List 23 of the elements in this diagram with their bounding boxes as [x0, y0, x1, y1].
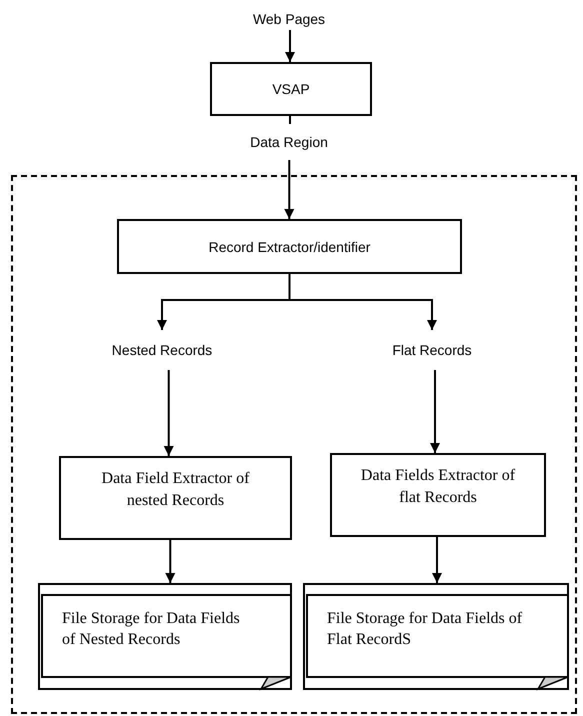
process-box	[210, 62, 372, 116]
arrow	[284, 160, 294, 219]
node-label: Nested Records	[112, 342, 212, 358]
process-box	[117, 219, 462, 274]
arrow	[288, 274, 437, 330]
connector-line	[289, 116, 291, 124]
node-label: Web Pages	[252, 11, 326, 27]
arrow	[165, 540, 176, 583]
storage-label: File Storage for Data Fields of Nested Records	[62, 609, 241, 650]
process-box	[59, 456, 292, 540]
node-label: Flat Records	[392, 342, 472, 358]
arrow	[430, 370, 440, 453]
box-label: Record Extractor/identifier	[208, 238, 370, 254]
node-label: Data Region	[250, 134, 328, 150]
arrow	[285, 30, 295, 62]
arrow	[432, 537, 442, 583]
arrow	[164, 370, 174, 456]
process-box	[330, 453, 546, 537]
storage-label: File Storage for Data Fields of Flat RecordS	[327, 609, 524, 650]
dashed-boundary	[11, 175, 577, 714]
box-label: Data Field Extractor of nested Records	[100, 469, 250, 511]
box-label: VSAP	[272, 81, 310, 97]
box-label: Data Fields Extractor of flat Records	[360, 466, 516, 508]
